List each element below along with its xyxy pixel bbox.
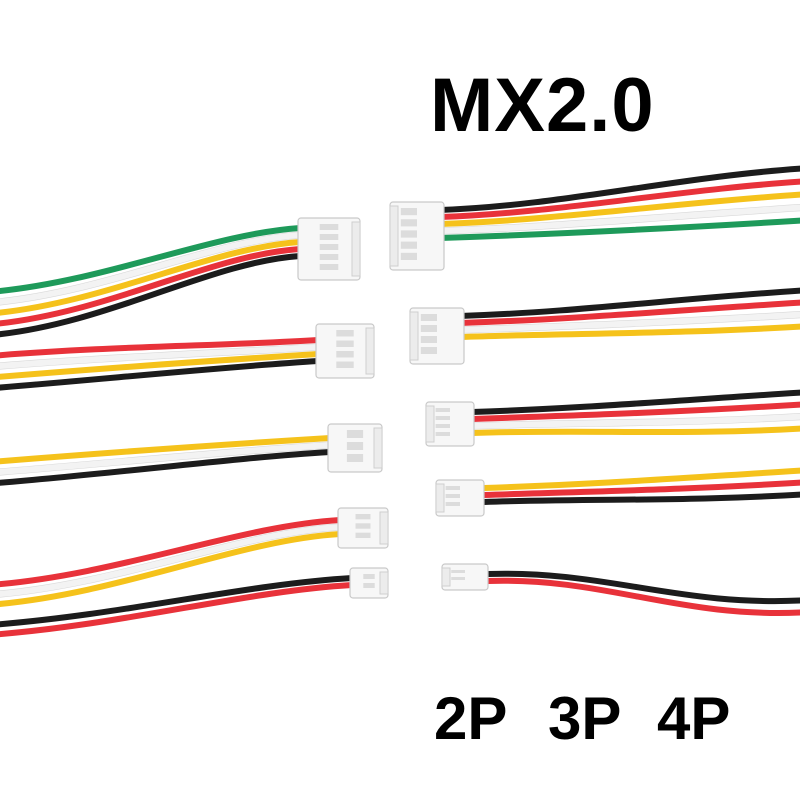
right-connector-4p-pin-slot [420,314,437,321]
left-bundle-3-wire-2 [0,531,343,607]
right-connector-5p [389,201,445,271]
left-bundle-0-wire-1 [0,232,303,305]
left-connector-5p-pin-slot [319,234,339,240]
right-connector-4p-latch [409,311,419,361]
right-connector-5p-pin-slot [400,219,417,227]
left-connector-5p-pin-slot [319,224,339,230]
right-connector-3p-pin-slot [445,502,460,506]
right-bundle-4-wire-1 [485,577,800,616]
right-bundle-2-wire-3 [469,425,800,436]
right-connector-4p-pin-slot [420,325,437,332]
left-connector-2p-pin-slot [363,574,375,579]
left-connector-3p-pin-slot [346,454,364,462]
left-connector-4p-latch [365,327,375,375]
left-connector-4p-pin-slot [336,351,354,358]
right-connector-2p-pin-slot [451,570,465,573]
right-connector-2p-pin-slot [451,577,465,580]
left-connector-3p-pin-slot [346,442,364,450]
right-connector-5p-pin-slot [400,252,417,260]
right-connector-4p-b-pin-slot [435,432,450,436]
left-connector-3p-pin-slot [346,430,364,438]
right-connector-4p-pin-slot [420,336,437,343]
left-connector-5p-pin-slot [319,264,339,270]
left-bundle-1-wire-1 [0,344,321,370]
right-connector-4p-b-pin-slot [435,424,450,428]
right-connector-3p [435,479,485,517]
label-2p: 2P [434,685,508,752]
connector-group [297,201,489,599]
right-bundle-2-wire-1 [469,401,800,422]
right-bundle-1-wire-1 [457,299,800,326]
left-bundle-0-wire-4 [0,253,303,338]
left-connector-2p-latch [379,571,389,595]
right-connector-2p-latch [441,567,451,587]
right-bundle-2-wire-2 [469,413,800,429]
right-bundle-3-wire-2 [481,491,800,505]
left-connector-5p-pin-slot [319,254,339,260]
right-bundle-0-wire-2 [437,191,800,227]
left-bundle-2-wire-2 [0,449,333,486]
left-bundle-3-wire-1 [0,524,343,597]
left-connector-3p-b-pin-slot [355,532,371,538]
right-bundle-3-wire-0 [481,467,800,491]
right-connector-3p-pin-slot [445,494,460,498]
left-connector-5p-pin-slot [319,244,339,250]
left-bundle-2-wire-1 [0,442,333,476]
product-title: MX2.0 [430,63,655,148]
left-connector-4p-pin-slot [336,330,354,337]
left-bundle-1-wire-3 [0,358,321,391]
right-bundle-1-wire-3 [457,323,800,340]
right-connector-4p [409,307,465,365]
right-bundle-0-wire-0 [437,165,800,213]
right-bundle-4-wire-0 [485,570,800,605]
right-bundle-3-wire-1 [481,479,800,498]
left-bundle-4-wire-1 [0,582,355,638]
right-connector-3p-latch [435,483,445,513]
left-bundle-4-wire-0 [0,575,355,628]
right-bundle-1-wire-0 [457,287,800,319]
right-connector-5p-pin-slot [400,208,417,216]
right-connector-4p-b-pin-slot [435,416,450,420]
left-bundle-3-wire-0 [0,517,343,588]
left-connector-4p [315,323,375,379]
left-connector-3p-b-pin-slot [355,523,371,529]
left-connector-3p-b-latch [379,511,389,545]
left-bundle-0-wire-0 [0,225,303,294]
pin-count-labels: 2P 3P 4P [0,684,800,754]
left-bundle-0-wire-2 [0,239,303,316]
right-connector-4p-b [425,401,475,447]
left-connector-4p-pin-slot [336,340,354,347]
right-connector-5p-pin-slot [400,230,417,238]
left-bundle-0-wire-3 [0,246,303,327]
wire-bundles [0,165,800,638]
right-bundle-0-wire-1 [437,178,800,220]
left-connector-3p-b-pin-slot [355,514,371,520]
right-connector-5p-latch [389,205,399,267]
left-connector-3p-b [337,507,389,549]
left-connector-4p-pin-slot [336,361,354,368]
right-connector-4p-b-pin-slot [435,408,450,412]
right-bundle-1-wire-2 [457,311,800,333]
label-3p: 3P [548,685,622,752]
left-bundle-1-wire-2 [0,351,321,380]
left-connector-5p-latch [351,221,361,277]
left-connector-2p [349,567,389,599]
right-connector-4p-b-latch [425,405,435,443]
left-bundle-2-wire-0 [0,435,333,465]
right-bundle-0-wire-3 [437,204,800,234]
label-4p: 4P [657,685,731,752]
left-connector-3p-latch [373,427,383,469]
left-connector-2p-pin-slot [363,583,375,588]
right-connector-5p-pin-slot [400,241,417,249]
left-connector-5p [297,217,361,281]
left-bundle-1-wire-0 [0,337,321,359]
right-bundle-0-wire-4 [437,217,800,241]
right-bundle-2-wire-0 [469,389,800,415]
left-connector-3p [327,423,383,473]
right-connector-2p [441,563,489,591]
right-connector-4p-pin-slot [420,347,437,354]
right-connector-3p-pin-slot [445,486,460,490]
